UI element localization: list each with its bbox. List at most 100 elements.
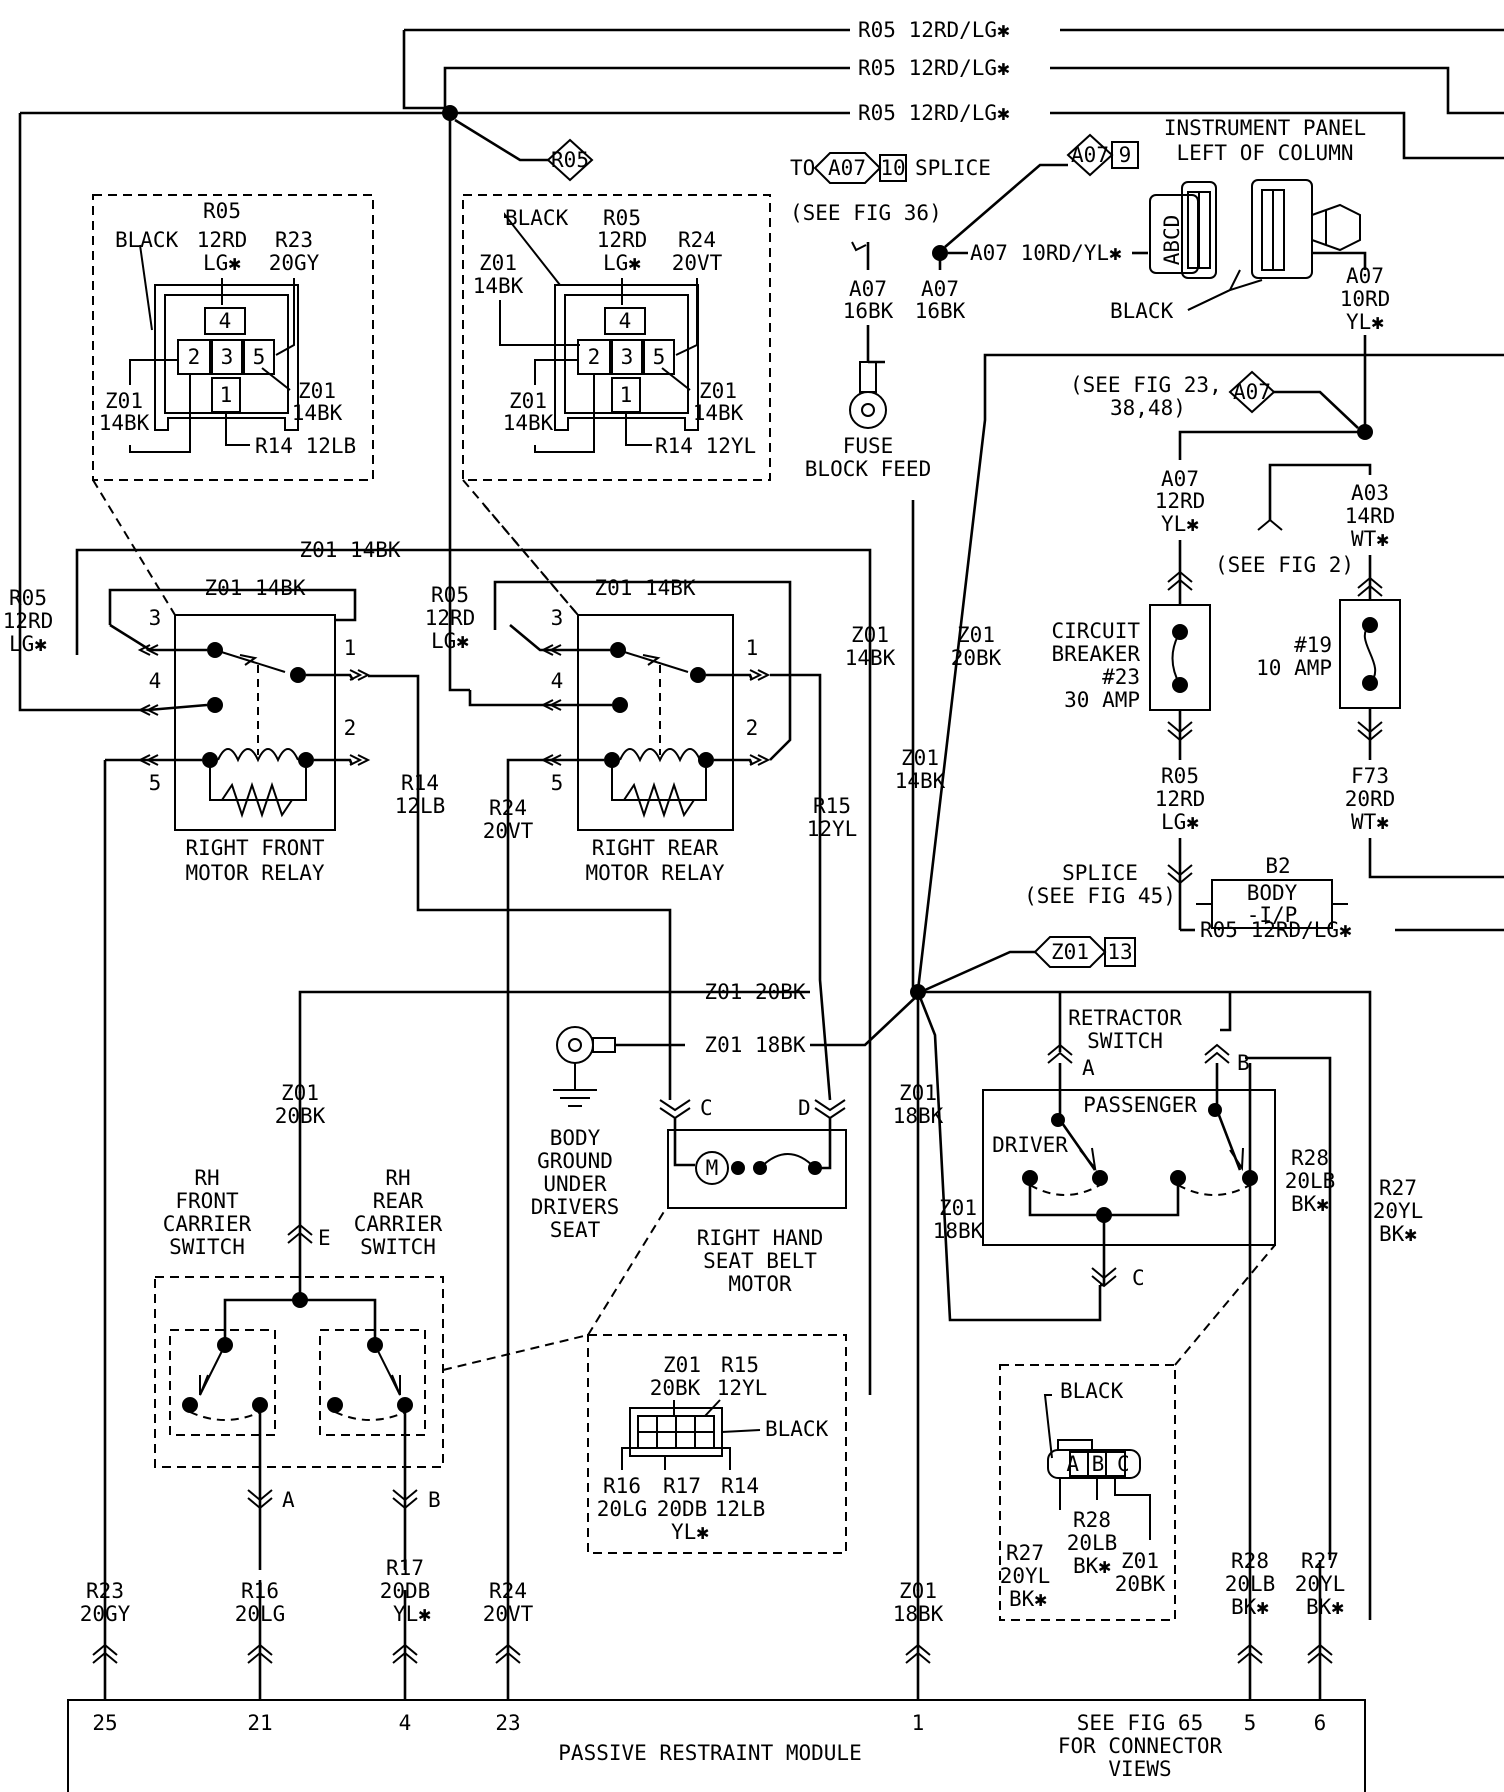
- z01-18bk-label-b-size: 18BK: [933, 1219, 984, 1243]
- module-pin-21: 21: [247, 1711, 272, 1735]
- cv-ret-r27: R27: [1006, 1541, 1044, 1565]
- z01-18bk-label-b: Z01: [939, 1196, 977, 1220]
- a07-12rd-label: A07: [1161, 467, 1199, 491]
- rf-relay-label: RIGHT FRONT: [185, 836, 324, 860]
- r27-mid-label: R27: [1379, 1176, 1417, 1200]
- rf-pin-3: 3: [149, 606, 162, 630]
- circuit-breaker-23: [1149, 604, 1211, 711]
- rf-pin-2: 2: [344, 716, 357, 740]
- r05-wire-label-1: R05 12RD/LG✱: [858, 18, 1010, 42]
- r05-mid-label-color: LG✱: [431, 629, 469, 653]
- cv-motor-r15: R15: [721, 1353, 759, 1377]
- r24-bot-label-size: 20VT: [483, 1602, 534, 1626]
- splice-45-note: (SEE FIG 45): [1024, 884, 1176, 908]
- cv-front-z01b: Z01: [298, 379, 336, 403]
- z01-14bk-label-c: Z01 14BK: [594, 576, 696, 600]
- module-pin-1: 1: [912, 1711, 925, 1735]
- cv-rear-r05: R05: [603, 206, 641, 230]
- module-pin-23: 23: [495, 1711, 520, 1735]
- r05-12rd-label: R05: [1161, 764, 1199, 788]
- cv-motor-r15b: 12YL: [717, 1376, 768, 1400]
- r16-bot-label-size: 20LG: [235, 1602, 286, 1626]
- cv-rear-p1: 1: [620, 383, 633, 407]
- r05-12rd-label-color: LG✱: [1161, 810, 1199, 834]
- r28-mid-label: R28: [1291, 1146, 1329, 1170]
- body-ip-label-1: BODY: [1247, 881, 1298, 905]
- rr-motor-relay: [577, 614, 734, 831]
- r28-bot-label: R28: [1231, 1549, 1269, 1573]
- z01-callout: Z01: [1051, 940, 1089, 964]
- a07-10rd-label-color: YL✱: [1346, 310, 1384, 334]
- cv-ret-pins: A B C: [1066, 1452, 1129, 1476]
- rf-motor-relay: [174, 614, 336, 831]
- splice-note: SPLICE: [915, 156, 991, 180]
- r05-callout: R05: [551, 148, 589, 172]
- cv-front-r23: R23: [275, 228, 313, 252]
- r28-bot-label-color: BK✱: [1231, 1595, 1269, 1619]
- cv-motor-z01: Z01: [663, 1353, 701, 1377]
- cv-rear-z01b: Z01: [699, 379, 737, 403]
- rh-rear-label-1: RH: [385, 1166, 410, 1190]
- retractor-label-1: RETRACTOR: [1068, 1006, 1182, 1030]
- rr-relay-wiring: 3 4 5 1 2: [468, 580, 832, 1590]
- b2-label: B2: [1265, 854, 1290, 878]
- cv-front-p1: 1: [220, 383, 233, 407]
- a07-splice-callout: A07: [828, 156, 866, 180]
- r24-mid-label: R24: [489, 796, 527, 820]
- r15-label-size: 12YL: [807, 817, 858, 841]
- r05-mid-label: R05: [431, 583, 469, 607]
- r27-bot-label-size: 20YL: [1295, 1572, 1346, 1596]
- r05-left-label: R05: [9, 586, 47, 610]
- a07-16bk-label-left-size: 16BK: [843, 299, 894, 323]
- r28-bot-label-size: 20LB: [1225, 1572, 1276, 1596]
- seat-belt-motor: C D M: [659, 1096, 847, 1209]
- rh-rear-label-2: REAR: [373, 1189, 424, 1213]
- circuit-breaker-label-2: BREAKER: [1051, 642, 1140, 666]
- fuse-19-label: #19: [1294, 633, 1332, 657]
- rh-front-label-2: FRONT: [175, 1189, 239, 1213]
- a07-16bk-label-right: A07: [921, 277, 959, 301]
- a07-12rd-label-color: YL✱: [1161, 512, 1199, 536]
- retractor-pin-c: C: [1132, 1266, 1145, 1290]
- see-fig-23-note: (SEE FIG 23,: [1070, 373, 1222, 397]
- cv-rear-z01a: Z01: [509, 389, 547, 413]
- cv-front-p2: 2: [188, 345, 201, 369]
- rh-front-label-3: CARRIER: [163, 1212, 252, 1236]
- cv-rear-p2: 2: [588, 345, 601, 369]
- a07-top-callout: A07: [1071, 143, 1109, 167]
- retractor-label-2: SWITCH: [1087, 1029, 1163, 1053]
- cv-front-r05c: LG✱: [203, 251, 241, 275]
- seat-motor-connector-view: Z01 R15 20BK 12YL BLACK R16 R17 R14 20LG…: [587, 1334, 847, 1554]
- rr-pin-3: 3: [551, 606, 564, 630]
- rr-pin-4: 4: [551, 669, 564, 693]
- rf-pin-5: 5: [149, 771, 162, 795]
- cv-ret-black: BLACK: [1060, 1379, 1124, 1403]
- z01-18bk-bot-label-size: 18BK: [893, 1602, 944, 1626]
- r05-12rd-label-size: 12RD: [1155, 787, 1206, 811]
- cv-rear-p3: 3: [621, 345, 634, 369]
- cv-rear-r05b: 12RD: [597, 228, 648, 252]
- see-fig-2-note: (SEE FIG 2): [1215, 553, 1354, 577]
- module-pin-25: 25: [92, 1711, 117, 1735]
- a07-16bk-label-right-size: 16BK: [915, 299, 966, 323]
- carrier-pin-e: E: [318, 1226, 331, 1250]
- f73-label-size: 20RD: [1345, 787, 1396, 811]
- rf-pin-4: 4: [149, 669, 162, 693]
- r28-mid-label-size: 20LB: [1285, 1169, 1336, 1193]
- f73-label-color: WT✱: [1351, 810, 1389, 834]
- z01-splice: Z01 13 Z01 20BK Z01 18BK: [298, 360, 1372, 1620]
- driver-label: DRIVER: [992, 1133, 1068, 1157]
- rr-relay-label-2: MOTOR RELAY: [585, 861, 724, 885]
- left-of-column-label: LEFT OF COLUMN: [1176, 141, 1353, 165]
- rh-rear-label-3: CARRIER: [354, 1212, 443, 1236]
- cv-rear-z01bb: 14BK: [693, 401, 744, 425]
- cv-ret-r28c: BK✱: [1073, 1554, 1111, 1578]
- r05-left-label-size: 12RD: [3, 609, 54, 633]
- cv-ret-r28: R28: [1073, 1508, 1111, 1532]
- rf-relay-wiring: 3 4 5 1 2: [75, 548, 872, 1590]
- to-splice-note: TO: [790, 156, 815, 180]
- see-fig-23b-note: 38,48): [1110, 396, 1186, 420]
- ground-label-1: BODY: [550, 1126, 601, 1150]
- cv-motor-r17c: YL✱: [671, 1520, 709, 1544]
- seat-motor-label-3: MOTOR: [728, 1272, 792, 1296]
